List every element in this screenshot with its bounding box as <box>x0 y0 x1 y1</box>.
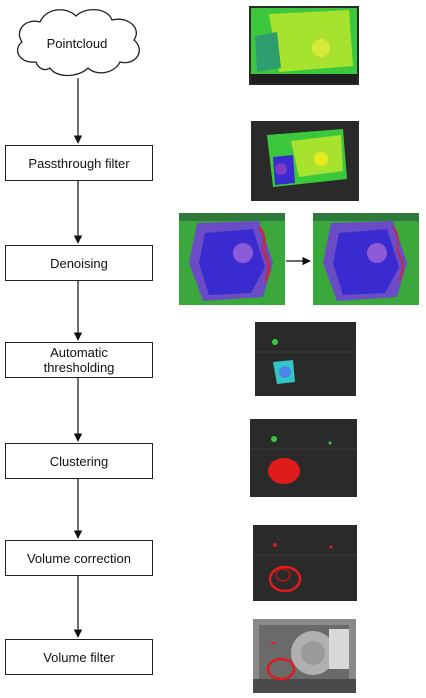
step-automatic-thresholding: Automatic thresholding <box>5 342 153 378</box>
step-volume-correction: Volume correction <box>5 540 153 576</box>
step-volume-filter: Volume filter <box>5 639 153 675</box>
pointcloud-cloud-shape <box>17 9 140 77</box>
pointcloud-label: Pointcloud <box>46 36 108 51</box>
volume-filter-image <box>253 619 356 693</box>
thresholding-image <box>255 322 356 396</box>
denoising-after-image <box>313 213 419 305</box>
passthrough-filter-image <box>251 121 359 201</box>
volume-correction-image <box>253 525 357 601</box>
step-denoising: Denoising <box>5 245 153 281</box>
step-clustering: Clustering <box>5 443 153 479</box>
pointcloud-image <box>249 6 359 85</box>
denoising-before-image <box>179 213 285 305</box>
clustering-image <box>250 419 357 497</box>
step-passthrough-filter: Passthrough filter <box>5 145 153 181</box>
